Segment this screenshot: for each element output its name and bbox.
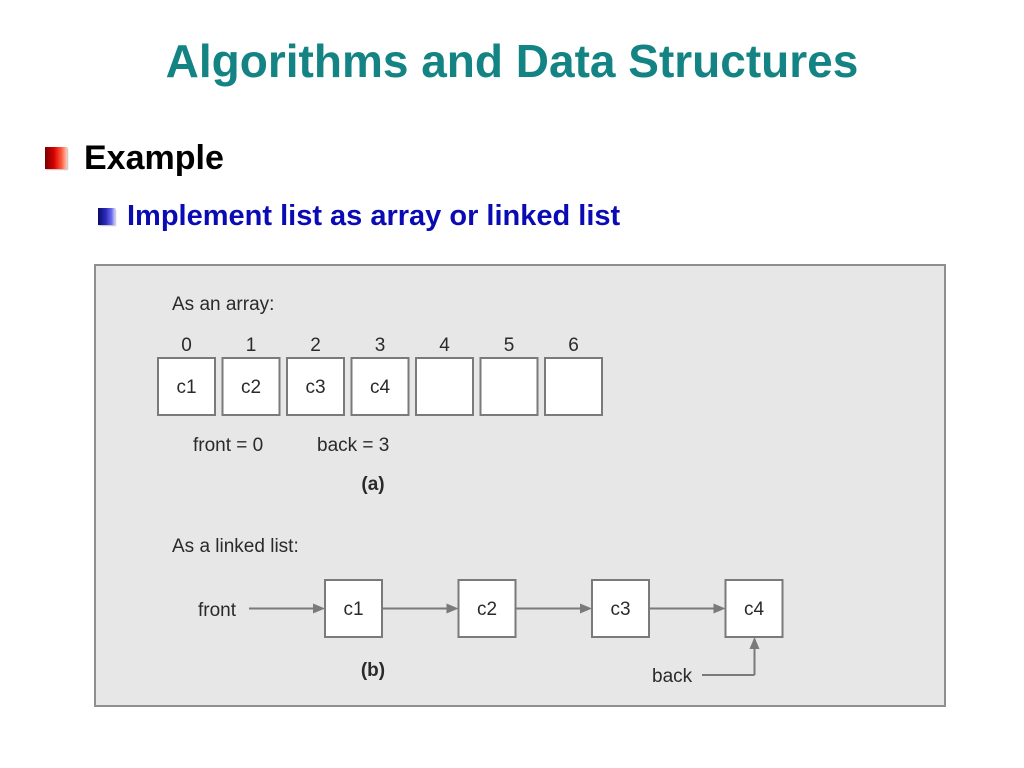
array-cells: c1 c2 c3 c4	[157, 357, 603, 416]
array-indices: 0 1 2 3 4 5 6	[181, 335, 579, 356]
array-cell	[544, 357, 603, 416]
next-pointer-arrowhead-icon	[580, 603, 592, 614]
linked-list-nodes: c1 c2 c3 c4	[249, 579, 784, 676]
array-cell	[286, 357, 345, 416]
linked-list-node-value: c4	[744, 599, 765, 620]
array-caption: (a)	[361, 474, 384, 495]
bullet-implement-list-text: Implement list as array or linked list	[127, 199, 621, 232]
linked-list-node-value: c1	[343, 599, 363, 620]
linked-list-front-label: front	[198, 600, 237, 621]
linked-list-back-label: back	[652, 666, 693, 687]
array-index-label: 0	[181, 335, 192, 356]
array-cell-value: c1	[176, 377, 196, 398]
linked-list-node	[724, 579, 784, 638]
linked-list-caption: (b)	[361, 660, 385, 681]
bullet-example-text: Example	[84, 138, 224, 177]
next-pointer-arrowhead-icon	[713, 603, 726, 614]
array-cell-value: c4	[370, 377, 391, 398]
array-cell	[221, 357, 281, 416]
array-index-label: 3	[375, 335, 386, 356]
array-index-label: 5	[504, 335, 515, 356]
array-cell	[350, 357, 410, 416]
array-index-label: 4	[439, 335, 450, 356]
bullet-example: Example	[45, 136, 224, 180]
next-pointer-arrowhead-icon	[446, 603, 459, 614]
array-cell	[415, 357, 474, 416]
array-index-label: 2	[310, 335, 321, 356]
linked-list-node	[457, 579, 517, 638]
array-front-label: front = 0	[193, 435, 263, 456]
front-pointer-arrowhead-icon	[313, 603, 325, 614]
back-pointer-arrowhead-icon	[749, 637, 760, 649]
array-cell	[157, 357, 216, 416]
array-heading: As an array:	[172, 294, 274, 315]
bullet-implement-list: Implement list as array or linked list	[98, 196, 620, 236]
array-cell	[479, 357, 539, 416]
slide-title: Algorithms and Data Structures	[165, 35, 859, 87]
array-cell-value: c2	[241, 377, 261, 398]
array-cell-value: c3	[305, 377, 325, 398]
red-square-bullet-icon	[45, 147, 67, 169]
array-index-label: 1	[246, 335, 257, 356]
array-index-label: 6	[568, 335, 579, 356]
blue-square-bullet-icon	[98, 207, 115, 225]
array-back-label: back = 3	[317, 435, 389, 456]
linked-list-node-value: c2	[477, 599, 497, 620]
linked-list-node-value: c3	[610, 599, 630, 620]
linked-list-heading: As a linked list:	[172, 536, 299, 557]
